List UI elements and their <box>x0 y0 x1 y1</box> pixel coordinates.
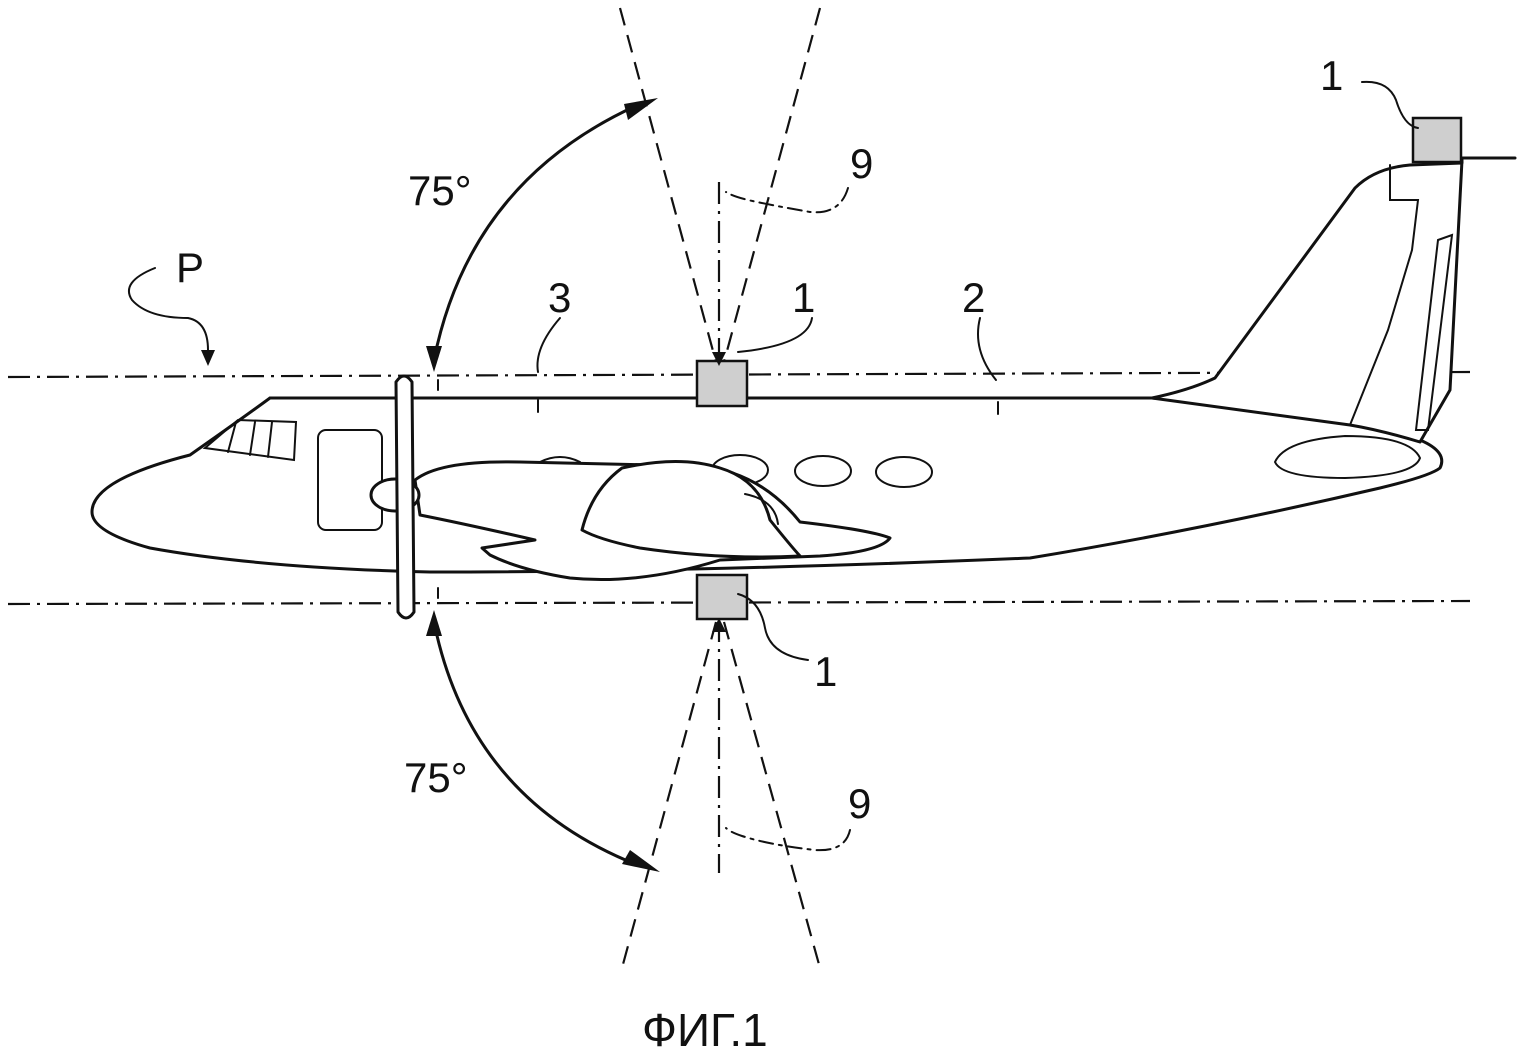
cabin-door <box>317 429 383 531</box>
label-sensor-top: 1 <box>792 274 815 321</box>
cockpit-window-frame <box>202 418 298 462</box>
lower-cone-left-edge <box>620 621 718 969</box>
rudder-outline <box>1349 164 1420 426</box>
leader-tail-sensor <box>1361 80 1419 129</box>
leader-bottom-sensor <box>737 593 809 661</box>
sensor-tail <box>1411 116 1463 164</box>
cabin-window-3 <box>875 456 933 488</box>
leader-p <box>127 267 209 351</box>
leader-axis-bottom <box>725 827 851 852</box>
label-axis-bottom: 9 <box>848 780 871 827</box>
tailplane-fairing <box>1273 434 1422 480</box>
figure-caption: ФИГ.1 <box>642 1004 768 1054</box>
leader-ref-3 <box>536 317 561 373</box>
sensor-bottom <box>695 573 749 621</box>
label-ref-3: 3 <box>548 274 571 321</box>
fuselage-outline <box>90 396 1444 574</box>
label-angle-bottom: 75° <box>404 754 468 801</box>
label-angle-top: 75° <box>408 167 472 214</box>
upper-angle-arrow-bottom <box>426 346 442 372</box>
lower-angle-arc <box>432 620 642 868</box>
cockpit-window-divider-3 <box>267 421 273 458</box>
upper-angle-arc <box>432 102 642 362</box>
lower-angle-arrow-top <box>426 610 442 636</box>
propeller-blade <box>394 374 416 620</box>
leader-p-arrowhead <box>201 350 215 366</box>
nacelle-fairing-line <box>744 493 779 525</box>
lower-cone-right-edge <box>722 621 822 969</box>
cockpit-window-divider-1 <box>227 421 237 453</box>
leader-ref-2 <box>977 317 997 381</box>
cabin-window-2 <box>794 455 852 487</box>
rudder-trim-tab <box>1414 233 1454 431</box>
label-sensor-bottom: 1 <box>814 648 837 695</box>
lower-axis-arrowhead <box>712 618 726 632</box>
label-p: P <box>176 244 204 291</box>
label-axis-top: 9 <box>850 140 873 187</box>
wing-planform <box>580 460 802 559</box>
upper-angle-arrow-top <box>624 98 658 120</box>
upper-axis-arrowhead <box>712 352 726 366</box>
upper-cone-left-edge <box>618 7 718 363</box>
leader-top-sensor <box>737 317 813 353</box>
sensor-top <box>695 359 749 408</box>
leader-axis-top <box>725 187 849 214</box>
label-sensor-tail: 1 <box>1320 52 1343 99</box>
vertical-stabilizer <box>1150 158 1464 444</box>
label-ref-2: 2 <box>962 274 985 321</box>
lower-angle-arrow-bottom <box>622 850 660 872</box>
wing-root-line <box>539 456 581 463</box>
upper-cone-right-edge <box>722 7 822 363</box>
cockpit-window-divider-2 <box>249 421 256 456</box>
